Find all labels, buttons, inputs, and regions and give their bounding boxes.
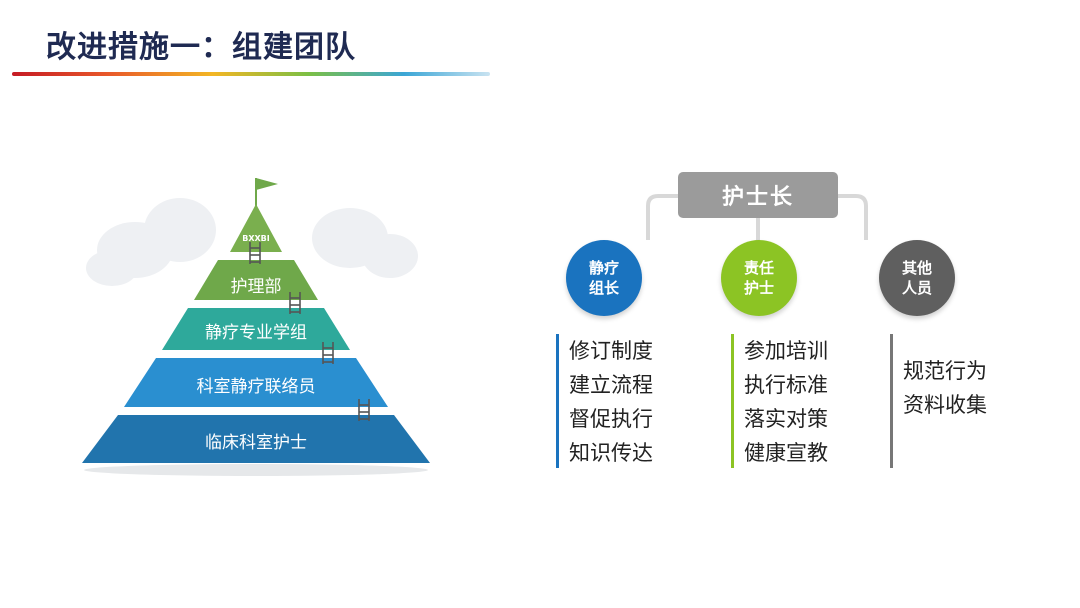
duty-list-group-leader: 修订制度 建立流程 督促执行 知识传达 (556, 334, 653, 468)
duty-item: 知识传达 (569, 441, 653, 465)
org-connector-lines (646, 194, 868, 242)
duty-item: 资料收集 (903, 393, 987, 417)
duty-item: 参加培训 (744, 339, 828, 363)
tier-shape-1 (194, 260, 318, 300)
ladder-icon (249, 242, 261, 264)
role-circle-responsible-nurse: 责任护士 (721, 240, 797, 316)
tier-shape-2 (162, 308, 350, 350)
role-label: 责任护士 (743, 259, 774, 297)
duty-item: 落实对策 (744, 407, 828, 431)
duty-item: 执行标准 (744, 373, 828, 397)
title-gradient-rule (12, 72, 490, 76)
pyramid-tier-label: 静疗专业学组 (205, 323, 307, 343)
pyramid-peak-label: BXXBI (242, 234, 270, 243)
tier-shape-4 (82, 415, 430, 463)
pyramid-tier-label: 护理部 (230, 277, 282, 297)
head-nurse-box: 护士长 (678, 172, 838, 218)
cloud-left-icon (86, 198, 216, 286)
pyramid-shadow (84, 464, 428, 476)
duty-list-responsible-nurse: 参加培训 执行标准 落实对策 健康宣教 (731, 334, 828, 468)
duty-item: 督促执行 (569, 407, 653, 431)
duty-item: 健康宣教 (744, 441, 828, 465)
flag-icon (256, 178, 278, 190)
role-circle-group-leader: 静疗组长 (566, 240, 642, 316)
duty-item: 修订制度 (569, 339, 653, 363)
role-circle-other-staff: 其他人员 (879, 240, 955, 316)
pyramid-peak (230, 204, 282, 252)
tier-shape-3 (124, 358, 388, 407)
pyramid-tier-label: 临床科室护士 (205, 433, 307, 453)
cloud-right-icon (312, 208, 418, 278)
duty-list-other-staff: 规范行为 资料收集 (890, 334, 987, 468)
pyramid-tier-label: 科室静疗联络员 (196, 377, 316, 397)
ladder-icon (358, 399, 370, 421)
pyramid-graphic (82, 178, 430, 476)
duty-item: 建立流程 (569, 373, 653, 397)
slide-title: 改进措施一：组建团队 (46, 30, 356, 65)
ladder-icon (322, 342, 334, 364)
ladder-icon (289, 292, 301, 314)
role-label: 静疗组长 (588, 259, 619, 297)
role-label: 其他人员 (901, 259, 932, 297)
duty-item: 规范行为 (903, 359, 987, 383)
